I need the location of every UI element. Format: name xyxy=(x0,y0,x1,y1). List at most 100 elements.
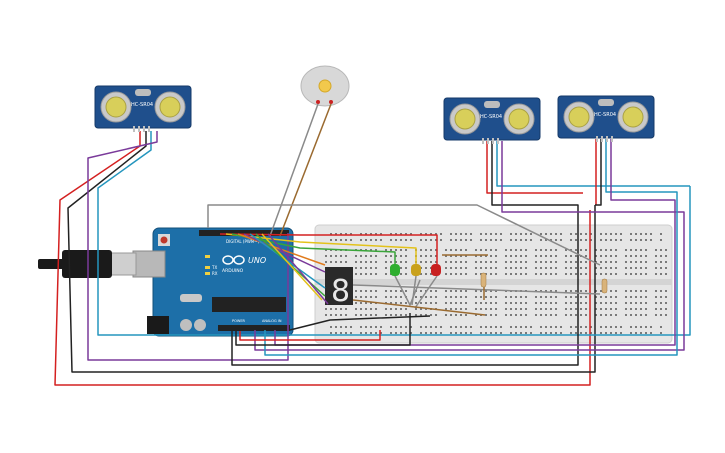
breadboard-hole xyxy=(365,326,367,328)
breadboard-hole xyxy=(580,332,582,334)
breadboard-hole xyxy=(580,314,582,316)
breadboard-hole xyxy=(505,261,507,263)
breadboard-hole xyxy=(605,255,607,257)
breadboard-hole xyxy=(365,302,367,304)
breadboard-hole xyxy=(595,267,597,269)
breadboard-hole xyxy=(445,290,447,292)
breadboard-hole xyxy=(445,314,447,316)
breadboard-hole xyxy=(545,255,547,257)
breadboard-hole xyxy=(430,255,432,257)
breadboard-hole xyxy=(585,332,587,334)
breadboard-hole xyxy=(525,314,527,316)
breadboard-hole xyxy=(480,249,482,251)
breadboard-hole xyxy=(610,233,612,235)
breadboard-hole xyxy=(420,233,422,235)
breadboard-hole xyxy=(495,233,497,235)
breadboard-hole xyxy=(325,261,327,263)
breadboard-hole xyxy=(400,296,402,298)
breadboard-hole xyxy=(585,302,587,304)
breadboard-hole xyxy=(510,296,512,298)
breadboard-hole xyxy=(465,308,467,310)
breadboard-hole xyxy=(660,249,662,251)
breadboard-hole xyxy=(595,261,597,263)
breadboard-hole xyxy=(335,233,337,235)
breadboard-hole xyxy=(600,255,602,257)
breadboard-hole xyxy=(560,326,562,328)
breadboard-hole xyxy=(550,296,552,298)
breadboard-hole xyxy=(460,273,462,275)
breadboard-hole xyxy=(585,273,587,275)
breadboard-hole xyxy=(545,261,547,263)
breadboard-hole xyxy=(645,296,647,298)
breadboard-hole xyxy=(390,296,392,298)
breadboard-hole xyxy=(600,296,602,298)
breadboard-hole xyxy=(540,239,542,241)
breadboard-hole xyxy=(490,261,492,263)
breadboard-hole xyxy=(465,332,467,334)
breadboard-hole xyxy=(445,273,447,275)
breadboard-hole xyxy=(535,255,537,257)
breadboard-hole xyxy=(345,332,347,334)
wire-black xyxy=(231,141,579,366)
breadboard-hole xyxy=(570,290,572,292)
breadboard-hole xyxy=(355,308,357,310)
breadboard-hole xyxy=(470,239,472,241)
breadboard-hole xyxy=(515,255,517,257)
breadboard-hole xyxy=(570,249,572,251)
breadboard-hole xyxy=(665,267,667,269)
wire-purple xyxy=(254,141,685,351)
breadboard-hole xyxy=(585,326,587,328)
breadboard-hole xyxy=(640,273,642,275)
breadboard-hole xyxy=(435,233,437,235)
breadboard-hole xyxy=(460,249,462,251)
breadboard-hole xyxy=(495,314,497,316)
breadboard-hole xyxy=(515,249,517,251)
breadboard-hole xyxy=(640,290,642,292)
breadboard-hole xyxy=(490,290,492,292)
breadboard-hole xyxy=(475,302,477,304)
breadboard-hole xyxy=(370,239,372,241)
breadboard-hole xyxy=(515,326,517,328)
reset-button-cap[interactable] xyxy=(160,236,168,244)
breadboard-hole xyxy=(500,233,502,235)
breadboard-hole xyxy=(335,314,337,316)
breadboard-hole xyxy=(350,326,352,328)
wire-black xyxy=(289,315,431,331)
breadboard-hole xyxy=(510,261,512,263)
breadboard-hole xyxy=(355,267,357,269)
breadboard-hole xyxy=(400,326,402,328)
breadboard-hole xyxy=(575,296,577,298)
breadboard-hole xyxy=(360,233,362,235)
breadboard-hole xyxy=(385,267,387,269)
breadboard-hole xyxy=(400,249,402,251)
breadboard-hole xyxy=(465,296,467,298)
breadboard-hole xyxy=(580,273,582,275)
sensor-pin xyxy=(148,126,150,132)
breadboard-hole xyxy=(485,261,487,263)
breadboard-hole xyxy=(660,296,662,298)
breadboard-hole xyxy=(480,239,482,241)
breadboard-hole xyxy=(575,326,577,328)
breadboard-hole xyxy=(660,290,662,292)
breadboard-hole xyxy=(435,326,437,328)
breadboard-hole xyxy=(580,267,582,269)
breadboard-hole xyxy=(405,308,407,310)
breadboard-hole xyxy=(390,332,392,334)
breadboard-hole xyxy=(610,326,612,328)
breadboard-hole xyxy=(420,308,422,310)
breadboard-hole xyxy=(645,233,647,235)
breadboard-hole xyxy=(400,290,402,292)
breadboard-hole xyxy=(625,261,627,263)
wire-purple xyxy=(274,139,676,346)
breadboard-hole xyxy=(385,290,387,292)
breadboard-hole xyxy=(495,273,497,275)
breadboard-hole xyxy=(375,326,377,328)
breadboard-hole xyxy=(565,290,567,292)
breadboard-hole xyxy=(560,233,562,235)
breadboard-hole xyxy=(520,273,522,275)
breadboard-hole xyxy=(645,267,647,269)
breadboard-hole xyxy=(620,233,622,235)
breadboard-hole xyxy=(575,267,577,269)
breadboard-hole xyxy=(500,239,502,241)
breadboard-hole xyxy=(635,249,637,251)
